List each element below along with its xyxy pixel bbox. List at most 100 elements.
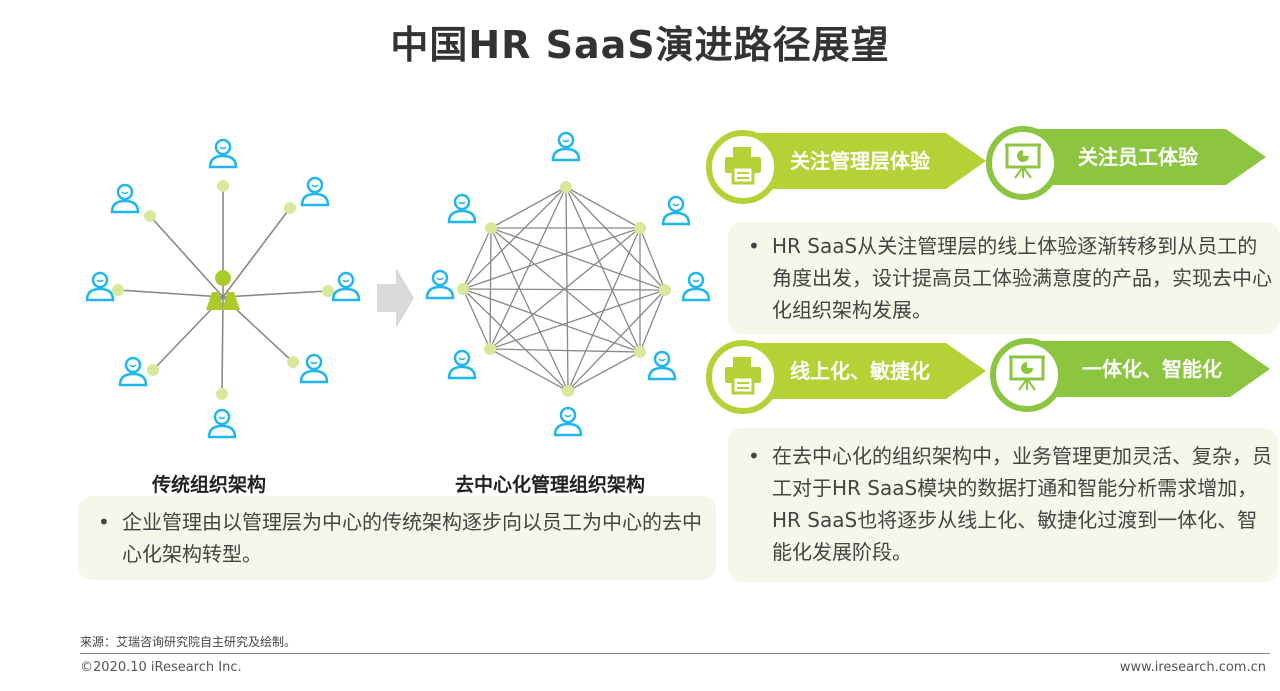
network-line [490,227,666,291]
connector-node [659,284,671,296]
network-line [565,186,641,229]
presentation-board-icon [1007,353,1047,397]
left-note-box: • 企业管理由以管理层为中心的传统架构逐步向以员工为中心的去中心化架构转型。 [78,496,716,580]
person-icon [447,349,477,380]
connector-node [144,210,156,222]
connector-node [284,202,296,214]
network-line [565,186,666,291]
connection-line [117,289,224,298]
presentation-board-icon [1003,141,1043,185]
network-line [489,186,567,350]
connector-node [112,284,124,296]
network-line [567,289,666,392]
banner-arrow [1026,129,1266,185]
person-icon [681,271,711,302]
printer-icon [723,145,763,189]
connector-node [634,346,646,358]
network-line [489,227,492,350]
network-line [490,227,569,392]
person-icon [425,269,455,300]
connector-node [484,343,496,355]
network-line [462,288,569,392]
person-icon [110,183,140,214]
person-icon [85,271,115,302]
banner-2: 关注员工体验 [986,126,1266,200]
person-icon [299,353,329,384]
transition-arrow-icon [377,268,414,328]
note2-text: 在去中心化的组织架构中，业务管理更加灵活、复杂，员工对于HR SaaS模块的数据… [772,444,1272,564]
person-icon [207,408,237,439]
source-note: 来源：艾瑞咨询研究院自主研究及绘制。 [80,635,297,649]
person-icon [300,176,330,207]
network-line [489,289,666,350]
network-line [462,227,492,290]
connector-node [217,180,229,192]
network-line [639,289,666,353]
website-url: www.iresearch.com.cn [1119,660,1266,675]
banner-arrow [1030,341,1270,397]
traditional-org-caption: 传统组织架构 [152,474,267,496]
org-diagrams [85,131,711,439]
network-line [462,288,641,353]
connector-node [634,222,646,234]
person-icon [208,138,238,169]
page-title: 中国HR SaaS演进路径展望 [390,23,890,67]
connector-node [560,181,572,193]
decentralized-org-caption: 去中心化管理组织架构 [455,474,646,496]
note1-box: • HR SaaS从关注管理层的线上体验逐渐转移到从员工的角度出发，设计提高员工… [728,222,1280,334]
banner-label: 关注管理层体验 [790,149,930,173]
banner-3: 线上化、敏捷化 [706,340,986,414]
banner-arrow [746,343,986,399]
person-icon [118,356,148,387]
banner-icon-circle [986,126,1060,200]
banner-arrow [746,133,986,189]
banner-label: 线上化、敏捷化 [790,359,930,383]
printer-icon [723,355,763,399]
network-line [565,186,641,353]
network-line [489,348,569,392]
connector-node [322,285,334,297]
banner-label: 关注员工体验 [1078,145,1198,169]
connector-node [457,283,469,295]
banner-icon-circle [990,338,1064,412]
person-icon [331,271,361,302]
connection-line [222,207,291,298]
left-note-text: 企业管理由以管理层为中心的传统架构逐步向以员工为中心的去中心化架构转型。 [122,510,702,566]
connector-node [562,385,574,397]
network-line [462,186,567,290]
connector-node [147,364,159,376]
note1-text: HR SaaS从关注管理层的线上体验逐渐转移到从员工的角度出发，设计提高员工体验… [772,234,1272,322]
copyright: ©2020.10 iResearch Inc. [80,660,242,675]
manager-icon [206,292,240,310]
footer-divider [80,653,1270,654]
network-line [490,186,567,229]
network-line [462,288,491,350]
connection-line [149,215,224,298]
banner-1: 关注管理层体验 [706,130,986,204]
network-line [489,227,641,350]
person-icon [447,193,477,224]
network-line [567,351,641,392]
banner-icon-circle [706,340,780,414]
network-line [462,227,641,290]
connector-node [485,222,497,234]
person-icon [661,195,691,226]
manager-head [215,270,231,286]
bullet: • [748,444,760,468]
network-line [489,348,641,353]
note2-box: • 在去中心化的组织架构中，业务管理更加灵活、复杂，员工对于HR SaaS模块的… [728,428,1278,582]
network-line [490,227,641,353]
person-icon [647,350,677,381]
network-line [639,227,666,291]
bullet: • [748,234,760,258]
connector-node [216,388,228,400]
person-icon [551,131,581,162]
bullet: • [98,510,110,534]
banner-4: 一体化、智能化 [990,338,1270,412]
network-line [567,227,641,392]
connection-line [221,296,224,395]
banner-label: 一体化、智能化 [1082,357,1222,381]
connector-node [287,356,299,368]
connection-line [222,290,329,298]
